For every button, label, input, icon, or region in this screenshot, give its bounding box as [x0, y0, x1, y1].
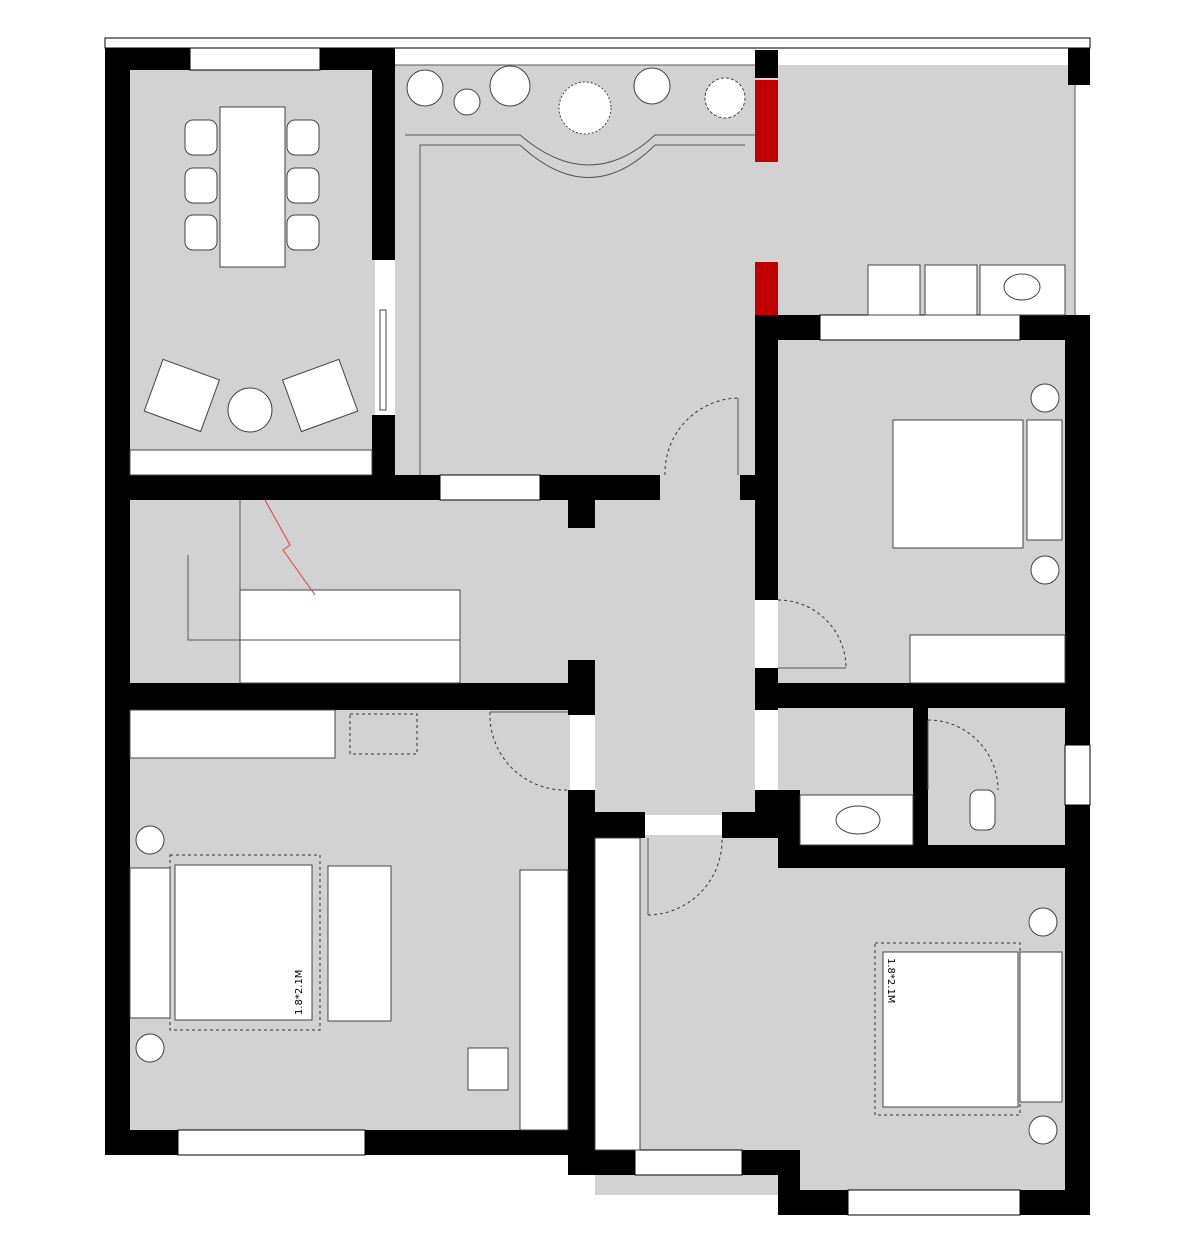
utility — [799, 264, 1066, 846]
column-highlight — [755, 80, 778, 162]
plant-icon — [558, 81, 612, 135]
toilet-icon — [969, 789, 996, 831]
dining-set — [129, 106, 387, 476]
column-highlight — [755, 262, 778, 315]
courtyard — [405, 65, 755, 475]
plant-icon — [633, 67, 671, 105]
staircase — [187, 499, 461, 684]
walls — [105, 48, 1090, 1215]
plant-icon — [704, 77, 746, 119]
sink-icon — [1003, 273, 1041, 301]
bed-size-label: 1.8*2.1M — [294, 970, 305, 1015]
windows — [177, 47, 1091, 1216]
top-outline — [104, 37, 1091, 49]
doors — [489, 397, 999, 916]
bed-size-label: 1.8*2.1M — [885, 958, 896, 1003]
bedroom-bottom-right: 1.8*2.1M — [594, 837, 1063, 1151]
sink-icon — [835, 805, 881, 835]
plant-icon — [406, 69, 444, 107]
bedroom-top-right — [892, 383, 1066, 684]
bedroom-bottom-left: 1.8*2.1M — [129, 709, 569, 1131]
plant-icon — [453, 88, 481, 116]
plant-icon — [489, 65, 531, 107]
